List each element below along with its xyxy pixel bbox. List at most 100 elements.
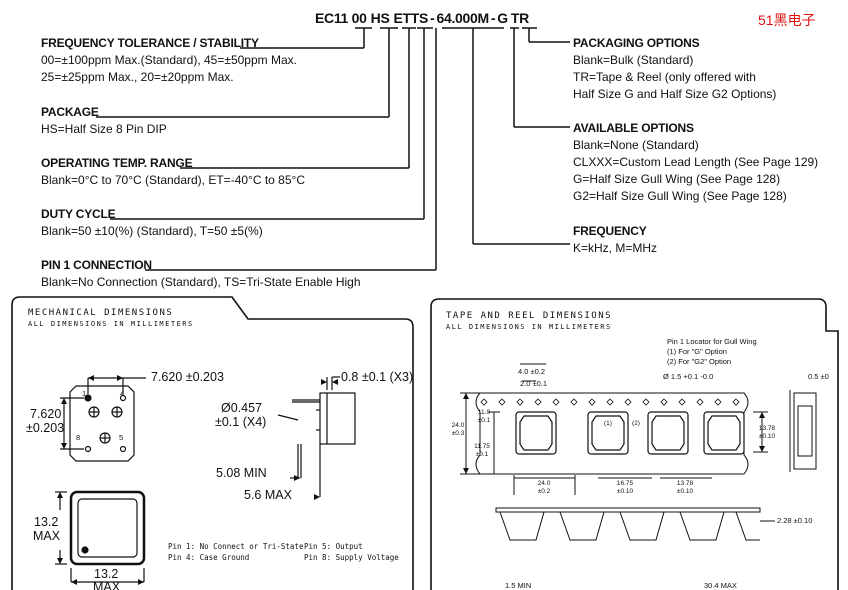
group-line: 00=±100ppm Max.(Standard), 45=±50ppm Max… — [41, 53, 297, 67]
group-line: Blank=None (Standard) — [573, 138, 699, 152]
part-seg-options: G — [497, 10, 508, 26]
group-line: Blank=50 ±10(%) (Standard), T=50 ±5(%) — [41, 224, 263, 238]
mech-panel-border — [11, 296, 414, 590]
dim-lead-min: 5.08 MIN — [216, 466, 267, 480]
dim-tape-d7: 11.75±0.1 — [470, 443, 494, 459]
tape-panel-subtitle: ALL DIMENSIONS IN MILLIMETERS — [446, 323, 612, 331]
part-seg-temp: ET — [393, 10, 412, 26]
dim-value: 13.78 — [676, 480, 694, 487]
sprocket-hole — [714, 398, 722, 406]
dim-lead-dia-a: Ø0.457 — [221, 401, 263, 415]
group-heading: AVAILABLE OPTIONS — [573, 121, 694, 135]
dim-pin-spacing-side-a: 7.620 — [30, 407, 62, 421]
group-heading: FREQUENCY TOLERANCE / STABILITY — [41, 36, 259, 50]
dim-tol: ±0.1 — [475, 451, 489, 458]
part-seg-frequency: 64.000M — [436, 10, 489, 26]
group-line: K=kHz, M=MHz — [573, 241, 658, 255]
mech-panel-title: MECHANICAL DIMENSIONS — [28, 308, 174, 318]
tape-pocket-inner — [707, 415, 741, 451]
group-heading: OPERATING TEMP. RANGE — [41, 156, 193, 170]
group-line: 25=±25ppm Max., 20=±20ppm Max. — [41, 70, 234, 84]
dim-body-bottom-b: MAX — [93, 580, 121, 590]
pin1-locator-g: (1) For "G" Option — [667, 347, 727, 356]
group-pin1: PIN 1 CONNECTION Blank=No Connection (St… — [41, 258, 361, 289]
part-seg-packaging: TR — [510, 10, 529, 26]
group-line: CLXXX=Custom Lead Length (See Page 129) — [573, 155, 819, 169]
group-available-options: AVAILABLE OPTIONS Blank=None (Standard) … — [573, 121, 843, 203]
part-prefix: EC11 — [315, 10, 349, 26]
dim-tape-d4: 0.5 ±0 — [808, 372, 829, 381]
tape-pocket — [703, 411, 745, 455]
group-heading: PIN 1 CONNECTION — [41, 258, 152, 272]
tape-pocket-inner — [519, 415, 553, 451]
dim-lead-dia-b: ±0.1 (X4) — [215, 415, 267, 429]
group-frequency: FREQUENCY K=kHz, M=MHz — [573, 224, 843, 255]
pin-note-4: Pin 4: Case Ground — [168, 553, 250, 562]
dim-tape-d1: 4.0 ±0.2 — [518, 367, 546, 376]
pin-label-8: 8 — [76, 433, 81, 442]
dim-tape-d3: Ø 1.5 +0.1 -0.0 — [663, 372, 714, 381]
sprocket-hole — [732, 398, 740, 406]
dim-value: 16.75 — [616, 480, 634, 487]
sprocket-hole — [642, 398, 650, 406]
dim-tape-d8: 13.78±0.10 — [755, 425, 779, 441]
sprocket-hole — [534, 398, 542, 406]
tape-pocket — [515, 411, 557, 455]
pin1-locator-title: Pin 1 Locator for Gull Wing — [667, 337, 757, 346]
tape-pocket — [587, 411, 629, 455]
dim-tol: ±0.10 — [616, 488, 634, 495]
pin-label-4: 4 — [120, 389, 125, 398]
pocket-label-1: (1) — [604, 420, 612, 427]
tape-pocket — [647, 411, 689, 455]
dim-tol: ±0.1 — [477, 417, 491, 424]
group-line: TR=Tape & Reel (only offered with — [573, 70, 756, 84]
dim-tape-d13: 1.5 MIN — [505, 581, 532, 590]
pin-label-1: 1 — [82, 389, 87, 398]
group-line: Half Size G and Half Size G2 Options) — [573, 87, 777, 101]
part-seg-dash2: - — [490, 10, 496, 26]
dim-tape-d14: 30.4 MAX — [704, 581, 737, 590]
group-line: Blank=No Connection (Standard), TS=Tri-S… — [41, 275, 361, 289]
tape-profile-view — [495, 507, 775, 541]
group-heading: DUTY CYCLE — [41, 207, 116, 221]
crystal-body-view — [55, 490, 146, 583]
sprocket-hole — [606, 398, 614, 406]
dim-tape-d12: 2.28 ±0.10 — [777, 516, 813, 525]
sprocket-hole — [498, 398, 506, 406]
dim-value: 11.75 — [474, 443, 490, 450]
group-line: Blank=Bulk (Standard) — [573, 53, 694, 67]
pin-note-5: Pin 5: Output — [304, 542, 363, 551]
dim-tol: ±0.2 — [537, 488, 551, 495]
sprocket-hole — [678, 398, 686, 406]
sprocket-hole — [660, 398, 668, 406]
sprocket-hole — [516, 398, 524, 406]
dim-value: 11.0 — [477, 409, 491, 416]
dim-tape-d2: 2.0 ±0.1 — [520, 379, 548, 388]
dim-body-side-b: MAX — [33, 529, 61, 543]
dim-pin-spacing: 7.620 ±0.203 — [151, 370, 224, 384]
part-seg-duty-pin1: TS — [410, 10, 429, 26]
pin-note-1: Pin 1: No Connect or Tri-State — [168, 542, 304, 551]
group-duty-cycle: DUTY CYCLE Blank=50 ±10(%) (Standard), T… — [41, 207, 263, 238]
sprocket-hole — [588, 398, 596, 406]
tape-side-view — [789, 390, 817, 472]
dim-tape-d5: 11.0±0.1 — [474, 409, 494, 425]
dim-tape-d9: 24.0±0.2 — [532, 480, 556, 496]
sprocket-hole — [552, 398, 560, 406]
sprocket-hole — [696, 398, 704, 406]
pocket-label-2: (2) — [632, 420, 640, 427]
sprocket-hole — [480, 398, 488, 406]
sprocket-hole — [570, 398, 578, 406]
dim-body-bottom-a: 13.2 — [94, 567, 119, 581]
group-package: PACKAGE HS=Half Size 8 Pin DIP — [41, 105, 167, 136]
group-packaging: PACKAGING OPTIONS Blank=Bulk (Standard) … — [573, 36, 843, 101]
group-temp-range: OPERATING TEMP. RANGE Blank=0°C to 70°C … — [41, 156, 305, 187]
group-line: G=Half Size Gull Wing (See Page 128) — [573, 172, 781, 186]
dim-value: 13.78 — [758, 425, 776, 432]
dim-value: 24.0 — [451, 422, 465, 429]
dim-tape-d11: 13.78±0.10 — [673, 480, 697, 496]
dim-tol: ±0.10 — [676, 488, 694, 495]
pin-note-8: Pin 8: Supply Voltage — [304, 553, 399, 562]
group-line: HS=Half Size 8 Pin DIP — [41, 122, 167, 136]
